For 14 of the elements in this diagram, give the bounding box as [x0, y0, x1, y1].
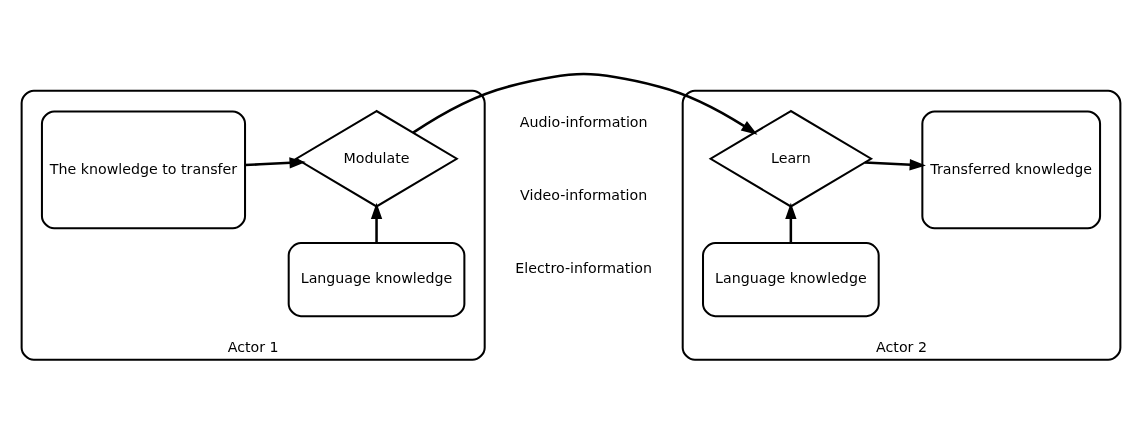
arrow [785, 202, 797, 243]
node-box: The knowledge to transfer [40, 110, 247, 229]
label: Video-information [520, 186, 648, 203]
arrow [245, 156, 306, 169]
arrow [370, 202, 383, 243]
label: Electro-information [515, 259, 653, 276]
arrow [864, 158, 926, 170]
node-diamond: Learn [708, 109, 874, 208]
arrow [412, 72, 758, 135]
node-box: Language knowledge [287, 241, 466, 317]
node-box: Transferred knowledge [921, 110, 1102, 229]
label: Audio-information [519, 113, 648, 130]
node-diamond: Modulate [294, 109, 459, 208]
node-box: Language knowledge [702, 241, 880, 317]
